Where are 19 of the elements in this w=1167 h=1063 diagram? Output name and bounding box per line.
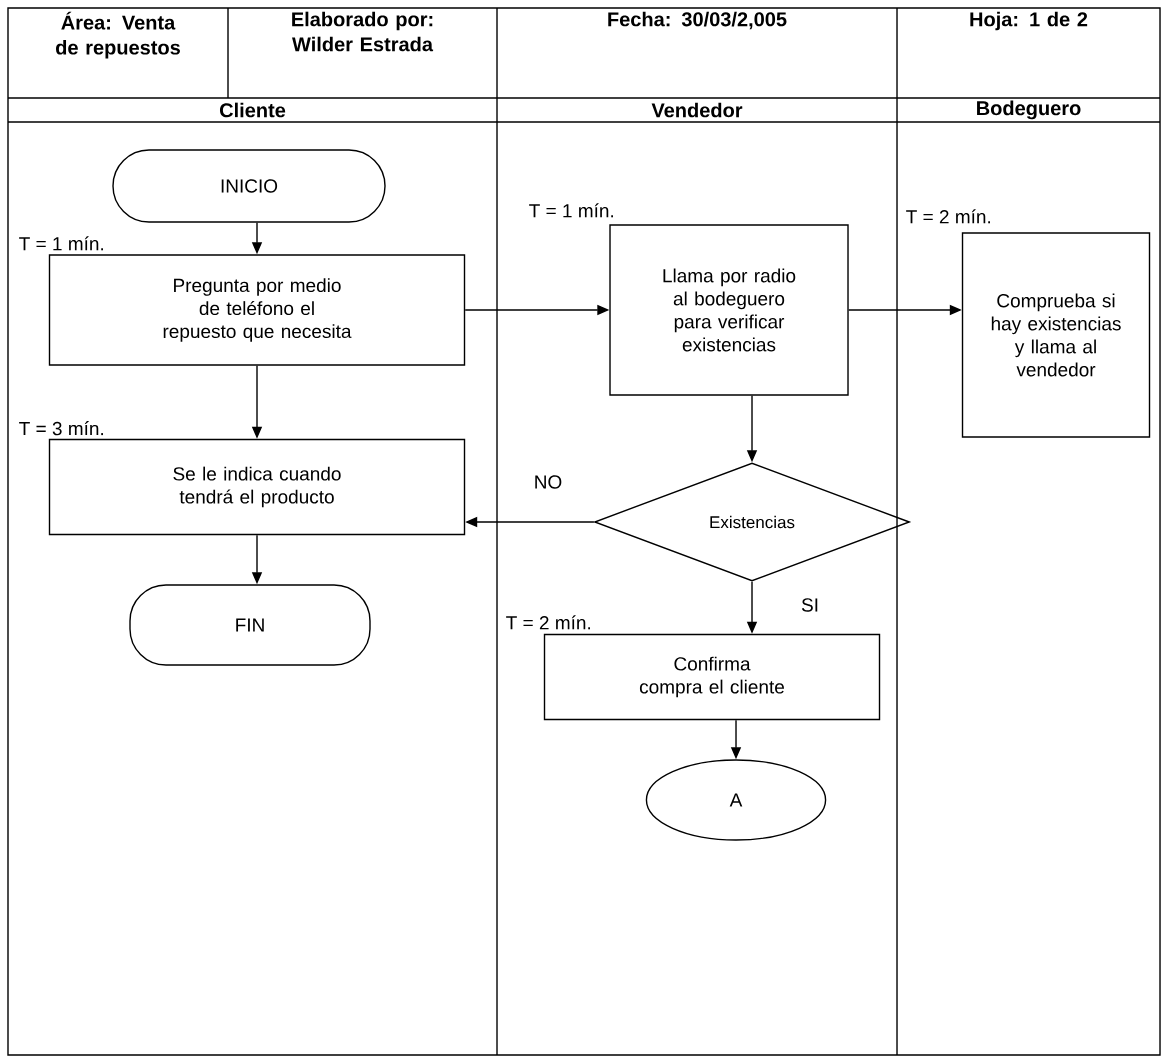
edge-label: NO	[532, 474, 564, 490]
header-cell: Área: Venta de repuestos	[56, 11, 180, 59]
process-box: Confirma compra el cliente	[543, 633, 881, 721]
process-box: Comprueba si hay existencias y llama al vendedor	[961, 232, 1151, 438]
process-box: Se le indica cuando tendrá el producto	[48, 438, 466, 536]
time-label: T = 2 mín.	[506, 615, 590, 630]
header-cell: Cliente	[220, 102, 286, 118]
time-label: T = 3 mín.	[19, 421, 103, 436]
header-cell: Bodeguero	[977, 100, 1081, 120]
edge-label: SI	[800, 597, 820, 613]
header-cell: Elaborado por: Wilder Estrada	[292, 11, 434, 52]
time-label: T = 2 mín.	[906, 209, 990, 224]
header-cell: Vendedor	[651, 102, 743, 118]
process-box: Pregunta por medio de teléfono el repuesto que necesita	[48, 254, 466, 366]
time-label: T = 1 mín.	[19, 236, 103, 251]
header-cell: Fecha: 30/03/2,005	[608, 11, 787, 30]
process-box: Llama por radio al bodeguero para verificar existencias	[609, 224, 849, 396]
time-label: T = 1 mín.	[529, 203, 613, 218]
header-cell: Hoja: 1 de 2	[970, 11, 1088, 31]
